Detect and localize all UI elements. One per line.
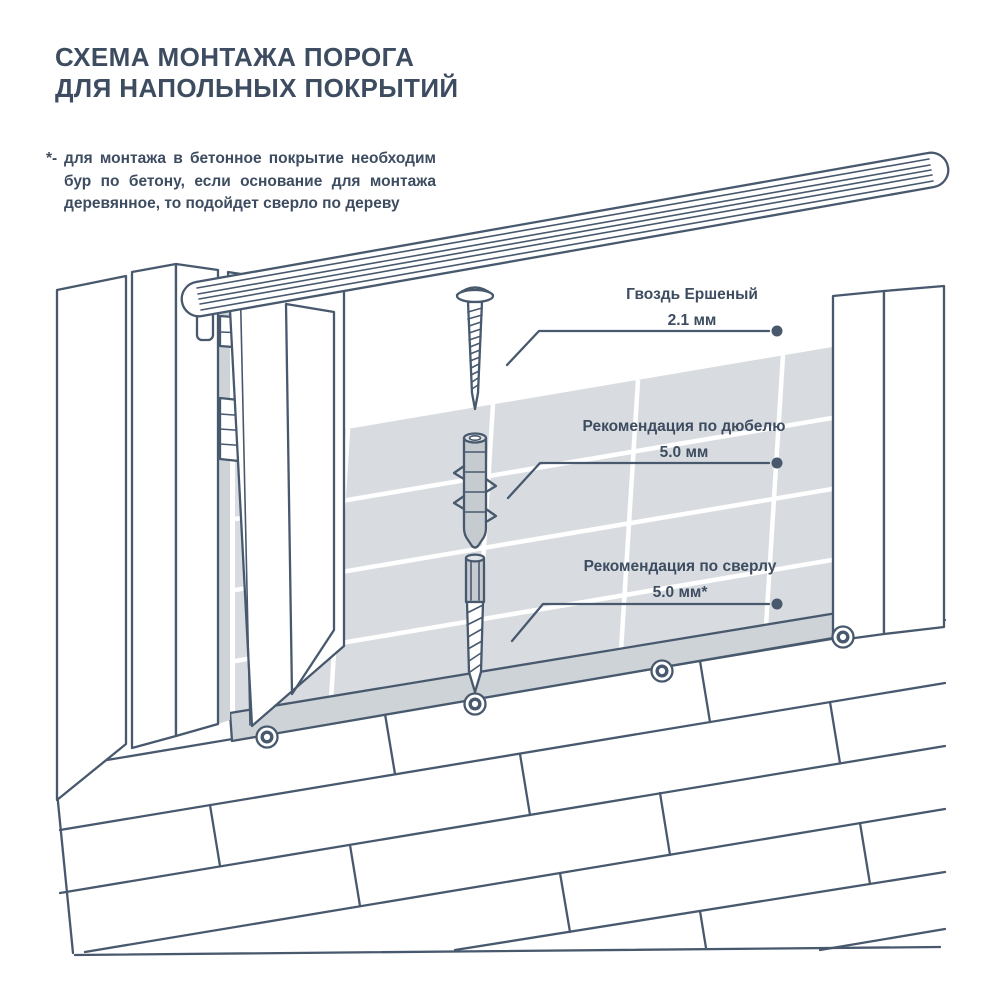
leader-line-drill bbox=[510, 602, 771, 643]
leader-line-nail bbox=[505, 329, 771, 367]
dowel-segments bbox=[464, 451, 486, 513]
callout-drill: Рекомендация по сверлу 5.0 мм* bbox=[584, 554, 777, 606]
right-door-frame bbox=[831, 284, 946, 643]
callout-dowel-label: Рекомендация по дюбелю bbox=[582, 418, 786, 435]
threshold-ridges bbox=[196, 158, 934, 311]
leader-dot-nail bbox=[771, 325, 783, 337]
leader-line-dowel bbox=[506, 461, 771, 500]
callout-drill-label: Рекомендация по сверлу bbox=[583, 558, 777, 575]
page-title-line-2: ДЛЯ НАПОЛЬНЫХ ПОКРЫТИЙ bbox=[55, 73, 459, 103]
note-marker: *- bbox=[46, 150, 58, 167]
drill-flutes bbox=[466, 604, 484, 673]
callout-nail-label: Гвоздь Ершеный bbox=[626, 286, 758, 303]
door-frame bbox=[130, 262, 250, 750]
left-wall bbox=[55, 274, 128, 802]
callout-dowel-value: 5.0 мм bbox=[659, 444, 709, 461]
threshold-profile bbox=[180, 151, 950, 342]
leader-dot-dowel bbox=[771, 457, 783, 469]
drill-bit-icon bbox=[464, 553, 486, 694]
callout-drill-value: 5.0 мм* bbox=[652, 584, 708, 601]
dowel-icon bbox=[452, 432, 498, 549]
leader-dot-drill bbox=[771, 598, 783, 610]
callout-dowel: Рекомендация по дюбелю 5.0 мм bbox=[583, 414, 786, 466]
note-text: для монтажа в бетонное покрытие необходи… bbox=[64, 150, 436, 212]
callout-leaders bbox=[505, 325, 783, 643]
door bbox=[226, 270, 346, 728]
barbed-nail-icon bbox=[455, 286, 495, 411]
doorway-gap bbox=[218, 300, 230, 724]
callout-nail-value: 2.1 мм bbox=[667, 312, 717, 329]
page-title-line-1: СХЕМА МОНТАЖА ПОРОГА bbox=[55, 42, 415, 72]
nail-threads bbox=[467, 307, 483, 390]
callout-nail: Гвоздь Ершеный 2.1 мм bbox=[626, 282, 758, 334]
page-title: СХЕМА МОНТАЖА ПОРОГА ДЛЯ НАПОЛЬНЫХ ПОКРЫ… bbox=[55, 42, 459, 104]
screw-holes bbox=[255, 625, 855, 749]
